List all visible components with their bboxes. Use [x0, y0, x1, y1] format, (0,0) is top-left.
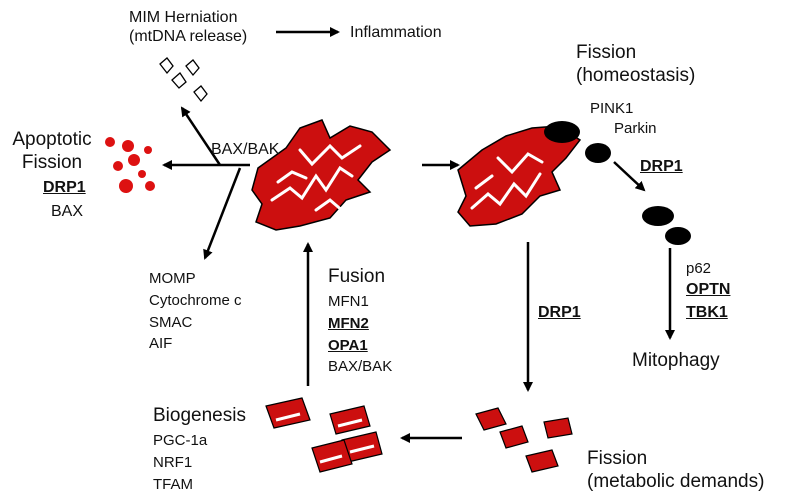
biogenesis-list: PGC-1a NRF1 TFAM [153, 432, 208, 493]
apoptotic-fission-title: Apoptotic Fission [12, 129, 92, 173]
p62-label: p62 [686, 260, 712, 277]
apoptotic-drp1-label: DRP1 [43, 179, 86, 196]
bax-bak-label: BAX/BAK [211, 141, 280, 158]
inflammation-label: Inflammation [350, 24, 442, 41]
pink1-label: PINK1 [590, 100, 634, 117]
fragmented-mitochondria-metabolic [475, 407, 573, 473]
fusion-list: MFN1 MFN2 OPA1 BAX/BAK [328, 293, 393, 376]
herniation-label: MIM Herniation (mtDNA release) [129, 9, 248, 46]
mitochondrial-network-right [457, 121, 611, 227]
tbk1-label: TBK1 [686, 304, 728, 321]
apoptotic-fragments [105, 137, 155, 193]
momp-list: MOMP Cytochrome c SMAC AIF [149, 270, 242, 353]
damaged-fragment-2 [585, 143, 611, 163]
mitophagy-fragment-1 [642, 206, 674, 226]
metabolic-drp1-label: DRP1 [538, 304, 581, 321]
biogenesis-title: Biogenesis [153, 405, 246, 426]
arrow-to-momp [203, 167, 242, 260]
biogenesis-mitochondria [265, 397, 383, 473]
metabolic-fission-title: Fission (metabolic demands) [587, 448, 765, 492]
apoptotic-bax-label: BAX [51, 203, 84, 220]
mitophagy-fragment-2 [665, 227, 691, 245]
mitochondrial-network-central [251, 119, 392, 231]
fusion-title: Fusion [328, 266, 386, 287]
homeostasis-drp1-label: DRP1 [640, 158, 683, 175]
homeostasis-title: Fission (homeostasis) [576, 42, 696, 86]
herniated-vesicles [159, 57, 208, 103]
arrow-to-herniation [180, 106, 222, 166]
mitophagy-title: Mitophagy [632, 350, 720, 371]
arrow-to-drp1-fragments [613, 161, 646, 192]
damaged-fragment-1 [544, 121, 580, 143]
parkin-label: Parkin [614, 120, 657, 137]
optn-label: OPTN [686, 281, 731, 298]
